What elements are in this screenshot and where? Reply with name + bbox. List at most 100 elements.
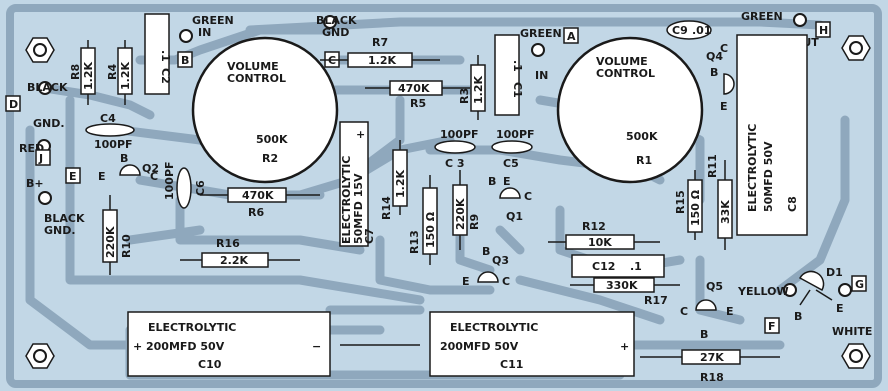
capacitor-c5: 100PF C5 bbox=[491, 128, 535, 170]
svg-text:E: E bbox=[836, 302, 844, 315]
capacitor-c12: C12 .1 bbox=[571, 254, 665, 278]
svg-text:.01: .01 bbox=[692, 24, 712, 37]
svg-text:R18: R18 bbox=[700, 371, 724, 384]
svg-text:ELECTROLYTIC: ELECTROLYTIC bbox=[148, 321, 236, 334]
yellow-label: YELLOW bbox=[737, 285, 789, 298]
svg-text:R17: R17 bbox=[644, 294, 668, 307]
white-label: WHITE bbox=[832, 325, 872, 338]
svg-text:R6: R6 bbox=[248, 206, 264, 219]
svg-text:150 Ω: 150 Ω bbox=[424, 211, 437, 248]
svg-text:1.2K: 1.2K bbox=[368, 54, 396, 67]
terminal-a: A bbox=[563, 27, 579, 44]
capacitor-c9: C9 .01 bbox=[666, 20, 712, 40]
svg-text:+: + bbox=[133, 340, 142, 353]
svg-text:ELECTROLYTIC: ELECTROLYTIC bbox=[340, 156, 353, 244]
transistor-q4: Q4 B E C bbox=[706, 42, 735, 113]
capacitors: .1 C2 .1 C1 C9 .01 C4 100PF 100PF C 3 10… bbox=[85, 13, 712, 278]
svg-text:470K: 470K bbox=[398, 82, 430, 95]
terminal-e: E bbox=[65, 167, 81, 184]
svg-text:G: G bbox=[855, 278, 864, 291]
transistor-q3: Q3 B E C bbox=[462, 245, 510, 288]
electrolytic-c10: ELECTROLYTIC 200MFD 50V C10 + − bbox=[127, 311, 331, 377]
resistor-r7: 1.2K R7 bbox=[320, 36, 440, 68]
svg-text:1.2K: 1.2K bbox=[394, 170, 407, 198]
black-gnd-left-label-top: BLACK bbox=[27, 81, 68, 94]
svg-text:B: B bbox=[700, 328, 708, 341]
svg-text:C: C bbox=[680, 305, 688, 318]
svg-text:ELECTROLYTIC: ELECTROLYTIC bbox=[450, 321, 538, 334]
electrolytic-c8: ELECTROLYTIC 50MFD 50V C8 bbox=[736, 34, 808, 236]
resistor-r9: 220K R9 bbox=[452, 170, 481, 250]
transistor-q2: Q2 B E C bbox=[98, 152, 159, 183]
svg-text:R10: R10 bbox=[120, 234, 133, 258]
resistor-r14: 1.2K R14 bbox=[380, 140, 408, 220]
svg-text:C1: C1 bbox=[511, 82, 524, 98]
green-out-label-top: GREEN bbox=[741, 10, 783, 23]
svg-text:100PF: 100PF bbox=[440, 128, 479, 141]
svg-text:C5: C5 bbox=[503, 157, 519, 170]
svg-text:.1: .1 bbox=[159, 50, 172, 62]
svg-text:VOLUME: VOLUME bbox=[227, 60, 279, 73]
mounting-hole-bottom-right bbox=[841, 343, 871, 369]
green-in-2-label-bottom: IN bbox=[535, 69, 548, 82]
svg-text:C9: C9 bbox=[672, 24, 688, 37]
svg-text:E: E bbox=[69, 170, 77, 183]
svg-text:150 Ω: 150 Ω bbox=[689, 189, 702, 226]
svg-text:470K: 470K bbox=[242, 189, 274, 202]
resistor-r13: 150 Ω R13 bbox=[408, 175, 438, 265]
board-outer-trace bbox=[6, 4, 882, 388]
resistor-r12: 10K R12 bbox=[548, 220, 660, 250]
svg-text:100PF: 100PF bbox=[94, 138, 133, 151]
svg-text:C10: C10 bbox=[198, 358, 222, 371]
svg-text:10K: 10K bbox=[588, 236, 612, 249]
svg-text:100PF: 100PF bbox=[163, 161, 176, 200]
black-gnd-lower-label-bottom: GND. bbox=[44, 224, 76, 237]
svg-text:R11: R11 bbox=[706, 154, 719, 178]
black-gnd-lower-label-top: BLACK bbox=[44, 212, 85, 225]
terminal-g: G bbox=[851, 275, 867, 292]
svg-text:33K: 33K bbox=[719, 200, 732, 224]
svg-text:A: A bbox=[567, 30, 576, 43]
svg-text:200MFD 50V: 200MFD 50V bbox=[440, 340, 519, 353]
svg-text:.1: .1 bbox=[511, 60, 524, 72]
svg-text:CONTROL: CONTROL bbox=[227, 72, 286, 85]
black-gnd-left-label-bottom: GND. bbox=[33, 117, 65, 130]
svg-text:D1: D1 bbox=[826, 266, 843, 279]
svg-text:R2: R2 bbox=[262, 152, 278, 165]
transistors: Q2 B E C Q1 B E C Q3 B E C Q4 B E C bbox=[98, 42, 735, 341]
green-in-2-label-top: GREEN bbox=[520, 27, 562, 40]
svg-text:C11: C11 bbox=[500, 358, 523, 371]
mounting-hole-top-left bbox=[25, 37, 55, 63]
svg-text:50MFD 15V: 50MFD 15V bbox=[352, 173, 365, 244]
svg-text:2.2K: 2.2K bbox=[220, 254, 248, 267]
capacitor-c2: .1 C2 bbox=[144, 13, 172, 95]
mounting-holes bbox=[25, 35, 871, 369]
svg-text:C4: C4 bbox=[100, 112, 116, 125]
svg-text:1.2K: 1.2K bbox=[119, 62, 132, 90]
svg-text:500K: 500K bbox=[256, 133, 288, 146]
terminal-h: H bbox=[815, 21, 831, 38]
svg-text:B: B bbox=[482, 245, 490, 258]
svg-text:R3: R3 bbox=[458, 88, 471, 104]
svg-text:500K: 500K bbox=[626, 130, 658, 143]
svg-text:C2: C2 bbox=[159, 68, 172, 84]
svg-text:R15: R15 bbox=[674, 190, 687, 214]
svg-text:−: − bbox=[312, 340, 321, 353]
resistor-r6: 470K R6 bbox=[200, 187, 320, 219]
svg-text:E: E bbox=[462, 275, 470, 288]
svg-text:E: E bbox=[720, 100, 728, 113]
electrolytic-c11: ELECTROLYTIC 200MFD 50V C11 + bbox=[429, 311, 635, 377]
svg-text:Q1: Q1 bbox=[506, 210, 523, 223]
svg-text:330K: 330K bbox=[606, 279, 638, 292]
capacitor-c4: C4 100PF bbox=[85, 112, 135, 151]
resistors: 1.2K R8 1.2K R4 1.2K R7 470K R5 1.2K R3 bbox=[69, 36, 780, 384]
terminal-j: J bbox=[35, 149, 51, 166]
svg-text:R1: R1 bbox=[636, 154, 652, 167]
resistor-r8: 1.2K R8 bbox=[69, 40, 96, 105]
resistor-r17: 330K R17 bbox=[570, 277, 680, 307]
potentiometer-r2: VOLUME CONTROL 500K R2 bbox=[191, 36, 339, 184]
terminal-d: D bbox=[5, 95, 21, 112]
terminal-letters: A B C D E F G H J bbox=[5, 21, 867, 334]
terminal-f: F bbox=[764, 317, 780, 334]
